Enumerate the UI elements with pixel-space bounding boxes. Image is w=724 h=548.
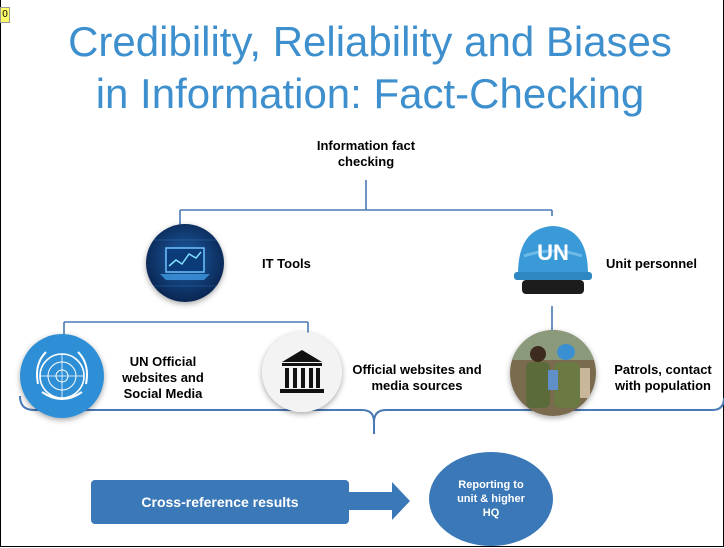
it-tools-label: IT Tools [262, 256, 311, 271]
un-helmet-icon: UN [508, 216, 598, 306]
reporting-circle: Reporting to unit & higher HQ [429, 452, 553, 546]
title-line-1: Credibility, Reliability and Biases [68, 18, 672, 65]
building-icon [262, 332, 342, 412]
un-official-line-1: UN Official [129, 354, 197, 369]
helmet-text: UN [537, 240, 569, 265]
patrols-label: Patrols, contact with population [606, 362, 720, 394]
root-line-2: checking [337, 154, 395, 169]
un-official-label: UN Official websites and Social Media [108, 354, 218, 402]
root-line-1: Information fact [316, 138, 416, 153]
cross-reference-label: Cross-reference results [141, 494, 299, 510]
official-websites-label: Official websites and media sources [344, 362, 490, 394]
laptop-icon [146, 224, 224, 302]
slide-number: 0 [0, 7, 10, 23]
un-emblem-icon [20, 334, 104, 418]
official-websites-line-1: Official websites and [352, 362, 482, 377]
patrols-line-2: with population [614, 378, 712, 393]
patrol-photo [510, 330, 596, 416]
cross-reference-box: Cross-reference results [91, 480, 349, 524]
patrols-line-1: Patrols, contact [614, 362, 712, 377]
un-official-line-3: Social Media [123, 386, 203, 401]
unit-personnel-label: Unit personnel [606, 256, 698, 271]
un-official-line-2: websites and [122, 370, 204, 385]
arrow-right-icon [349, 482, 410, 520]
slide-title: Credibility, Reliability and Biases in I… [40, 16, 700, 120]
official-websites-line-2: media sources [371, 378, 463, 393]
reporting-label: Reporting to unit & higher HQ [457, 479, 525, 519]
title-line-2: in Information: Fact-Checking [95, 70, 645, 117]
root-node-label: Information fact checking [270, 138, 462, 170]
